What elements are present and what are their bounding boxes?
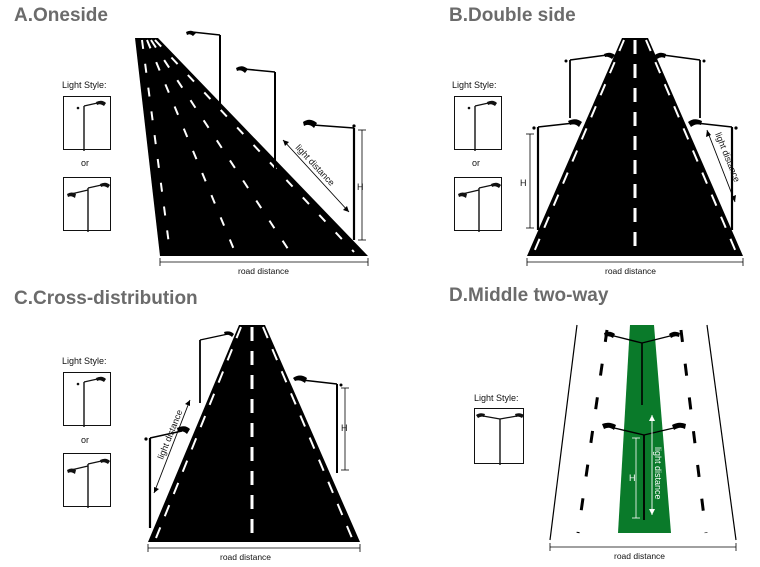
panel-c-h-label: H (341, 423, 348, 433)
panel-a-light-distance-label: light distance (294, 143, 337, 188)
panel-c-light-style-label: Light Style: (62, 356, 107, 366)
panel-d-h-label: H (629, 473, 636, 483)
panel-a-h-label: H (357, 182, 364, 192)
double-arm-lamp-icon (474, 408, 524, 465)
panel-b-h-label: H (520, 178, 527, 188)
panel-c-road-scene: light distance H road distance (144, 325, 361, 562)
panel-d-road-scene: H light distance road distance (549, 324, 737, 561)
panel-d-title: D.Middle two-way (449, 285, 609, 306)
double-arm-lamp-icon (63, 177, 111, 232)
panel-b-road-distance-label: road distance (605, 266, 656, 276)
panel-c-title: C.Cross-distribution (14, 288, 198, 309)
panel-d-median (618, 325, 671, 533)
panel-c-or-label: or (81, 435, 90, 445)
single-arm-lamp-icon (63, 372, 111, 427)
panel-d-light-style-label: Light Style: (474, 393, 519, 403)
panel-c-road (148, 325, 360, 542)
panel-b-road-scene: H light distance road distance (520, 38, 744, 276)
single-arm-lamp-icon (63, 96, 111, 151)
single-arm-lamp-icon (454, 96, 502, 151)
panel-a-light-style-label: Light Style: (62, 80, 107, 90)
panel-c-road-distance-label: road distance (220, 552, 271, 562)
panel-d-street-lamps (602, 331, 686, 520)
panel-a-road-distance-label: road distance (238, 266, 289, 276)
panel-b-or-label: or (472, 158, 481, 168)
panel-b-light-style-label: Light Style: (452, 80, 497, 90)
double-arm-lamp-icon (454, 177, 502, 232)
panel-c-street-lamps (144, 331, 343, 528)
panel-d-road-distance-label: road distance (614, 551, 665, 561)
panel-d-light-distance-label: light distance (653, 447, 663, 500)
panel-b-street-lamps (532, 52, 738, 230)
panel-a-or-label: or (81, 158, 90, 168)
panel-a-road-scene: light distance H road distance (135, 30, 369, 276)
panel-b-title: B.Double side (449, 5, 576, 26)
panel-a-title: A.Oneside (14, 5, 108, 26)
panel-a-street-lamps (186, 30, 356, 240)
panel-a-road (135, 38, 368, 256)
double-arm-lamp-icon (63, 453, 111, 508)
panel-c-light-distance-label: light distance (156, 408, 185, 460)
